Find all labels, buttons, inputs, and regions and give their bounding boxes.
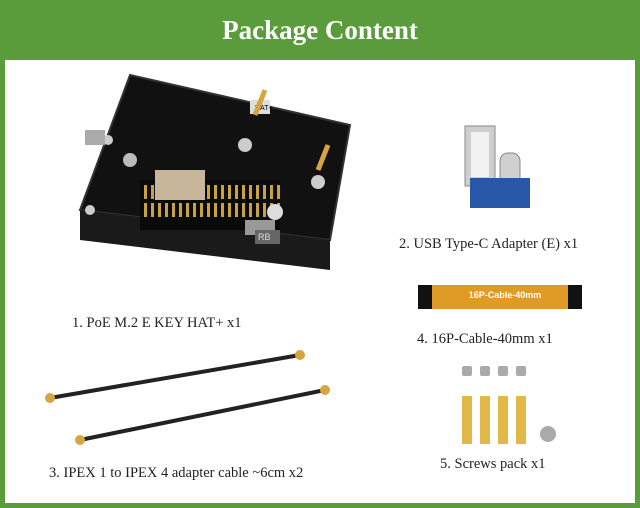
- header-pin: [263, 185, 266, 199]
- header-pin: [158, 203, 161, 217]
- header-pin: [228, 203, 231, 217]
- ipex-cable-image: [45, 350, 330, 445]
- header-pin: [151, 185, 154, 199]
- header-pin: [207, 185, 210, 199]
- header-pin: [277, 185, 280, 199]
- header-pin: [235, 203, 238, 217]
- header-pin: [270, 185, 273, 199]
- header-pin: [256, 185, 259, 199]
- header-pin: [249, 185, 252, 199]
- header-pin: [214, 203, 217, 217]
- rb-silk-label: RB: [258, 232, 271, 242]
- header-pin: [214, 185, 217, 199]
- header-pin: [200, 203, 203, 217]
- header-pin: [228, 185, 231, 199]
- header-pin: [151, 203, 154, 217]
- header-pin: [207, 203, 210, 217]
- item-caption-4: 4. 16P-Cable-40mm x1: [417, 331, 553, 347]
- header-pin: [256, 203, 259, 217]
- usb-typec-adapter-image: [464, 125, 530, 208]
- header-pin: [249, 203, 252, 217]
- poe-hat-board-image: HAT+ RB: [78, 73, 352, 270]
- ribbon-cable-label: 16P-Cable-40mm: [468, 290, 542, 300]
- ribbon-cable-image: [418, 285, 582, 309]
- screws-pack-image: [462, 366, 556, 444]
- hat-silk-label: HAT+: [255, 105, 273, 112]
- header-pin: [242, 203, 245, 217]
- header-pin: [235, 185, 238, 199]
- header-pin: [179, 203, 182, 217]
- header-pin: [221, 185, 224, 199]
- page-title: Package Content: [0, 0, 640, 60]
- item-caption-1: 1. PoE M.2 E KEY HAT+ x1: [72, 315, 242, 331]
- header-pin: [165, 203, 168, 217]
- item-caption-2: 2. USB Type-C Adapter (E) x1: [399, 236, 579, 252]
- header-pin: [221, 203, 224, 217]
- header-pin: [263, 203, 266, 217]
- header-pin: [242, 185, 245, 199]
- header-pin: [193, 203, 196, 217]
- header-pin: [186, 203, 189, 217]
- header-pin: [144, 203, 147, 217]
- item-caption-3: 3. IPEX 1 to IPEX 4 adapter cable ~6cm x…: [49, 465, 304, 481]
- item-caption-5: 5. Screws pack x1: [440, 456, 546, 472]
- header-pin: [144, 185, 147, 199]
- header-pin: [172, 203, 175, 217]
